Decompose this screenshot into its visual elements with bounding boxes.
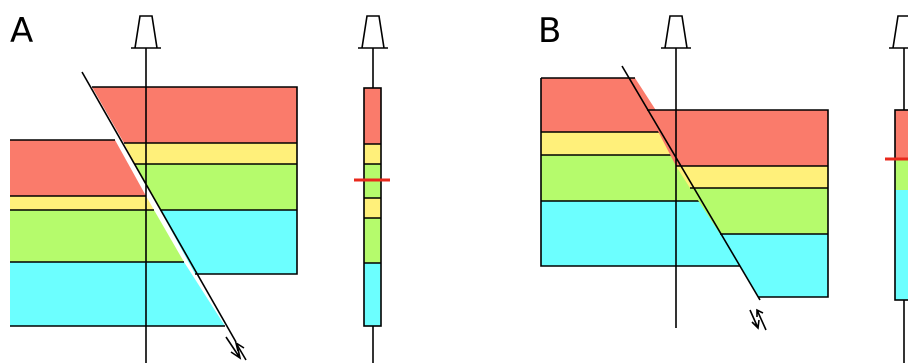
hangingwall-outline [647, 109, 829, 298]
footwall-red-layer [10, 140, 146, 196]
footwall-green-layer [10, 210, 184, 262]
panel-a: A [10, 11, 390, 363]
well-log-a [354, 15, 390, 363]
log-cyan-interval [364, 263, 381, 326]
hangingwall-cyan-layer [160, 210, 297, 274]
derrick-icon [131, 15, 161, 49]
hangingwall-red-layer [92, 87, 297, 143]
hangingwall-green-layer [690, 188, 828, 234]
hangingwall-cyan-layer [720, 234, 828, 297]
hangingwall-yellow-layer [124, 143, 297, 164]
fault-motion-arrows-icon [225, 336, 247, 361]
log-yellow-interval [364, 198, 381, 218]
log-cyan-interval [895, 190, 908, 300]
derrick-icon [358, 15, 388, 49]
footwall-cyan-layer [10, 262, 225, 326]
fault-line-a [81, 71, 237, 343]
panel-b: B [538, 11, 908, 363]
fault-motion-arrows-icon [749, 308, 767, 331]
panel-b-label: B [538, 11, 561, 51]
log-green-interval [364, 218, 381, 263]
derrick-icon [661, 15, 691, 49]
log-green-interval [895, 160, 908, 190]
hangingwall-green-layer [135, 164, 297, 210]
footwall-yellow-layer [541, 132, 680, 155]
footwall-green-layer [541, 155, 704, 201]
footwall-cyan-layer [541, 201, 743, 266]
hangingwall-red-layer [647, 110, 828, 166]
log-red-interval [895, 110, 908, 160]
fault-line-b [621, 65, 761, 301]
derrick-icon [889, 15, 908, 49]
log-yellow-interval [364, 144, 381, 164]
panel-a-label: A [10, 11, 33, 51]
footwall-yellow-layer [10, 196, 154, 210]
log-red-interval [364, 88, 381, 144]
hangingwall-yellow-layer [676, 166, 828, 188]
well-log-b [885, 15, 908, 363]
footwall-red-layer [541, 78, 670, 132]
hangingwall-outline [92, 86, 298, 275]
